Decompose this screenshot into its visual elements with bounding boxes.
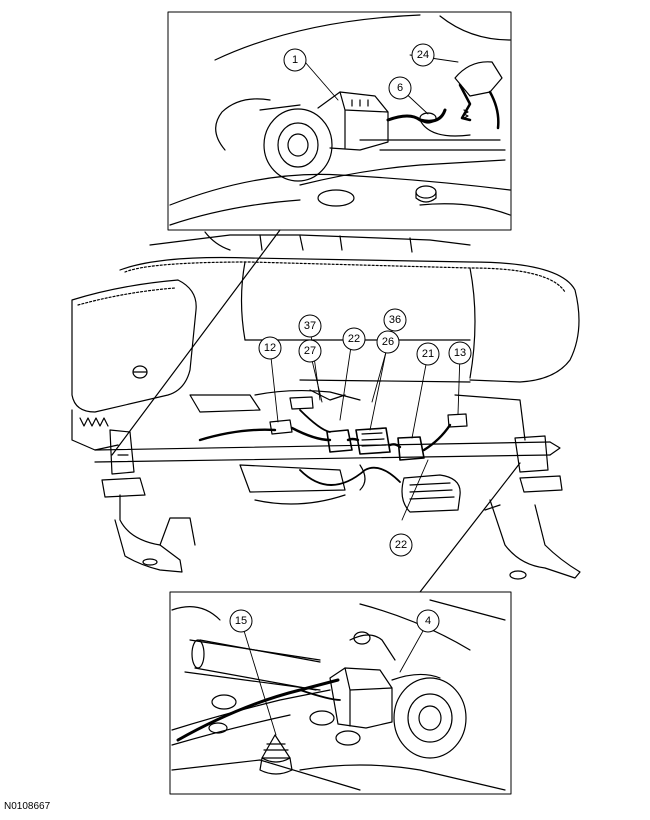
bottom-detail-inset — [169, 591, 512, 795]
callout-26: 26 — [382, 336, 394, 348]
callout-circles — [229, 43, 472, 633]
callout-1: 1 — [292, 54, 298, 66]
callout-4: 4 — [425, 615, 431, 627]
callout-36: 36 — [389, 314, 401, 326]
seat-assembly — [71, 231, 581, 580]
callout-22-bottom: 22 — [395, 539, 407, 551]
figure-id: N0108667 — [4, 801, 51, 812]
bottom-inset-leader — [419, 462, 521, 593]
callout-21: 21 — [422, 348, 434, 360]
callout-labels: 1 24 6 37 36 27 22 26 12 21 13 22 15 4 — [235, 49, 466, 627]
callout-37: 37 — [304, 320, 316, 332]
callout-22-top: 22 — [348, 333, 360, 345]
top-detail-inset — [167, 11, 512, 231]
top-inset-leader — [111, 229, 281, 456]
callout-24: 24 — [417, 49, 429, 61]
callout-6: 6 — [397, 82, 403, 94]
callout-27: 27 — [304, 345, 316, 357]
callout-12: 12 — [264, 342, 276, 354]
callout-15: 15 — [235, 615, 247, 627]
callout-13: 13 — [454, 347, 466, 359]
